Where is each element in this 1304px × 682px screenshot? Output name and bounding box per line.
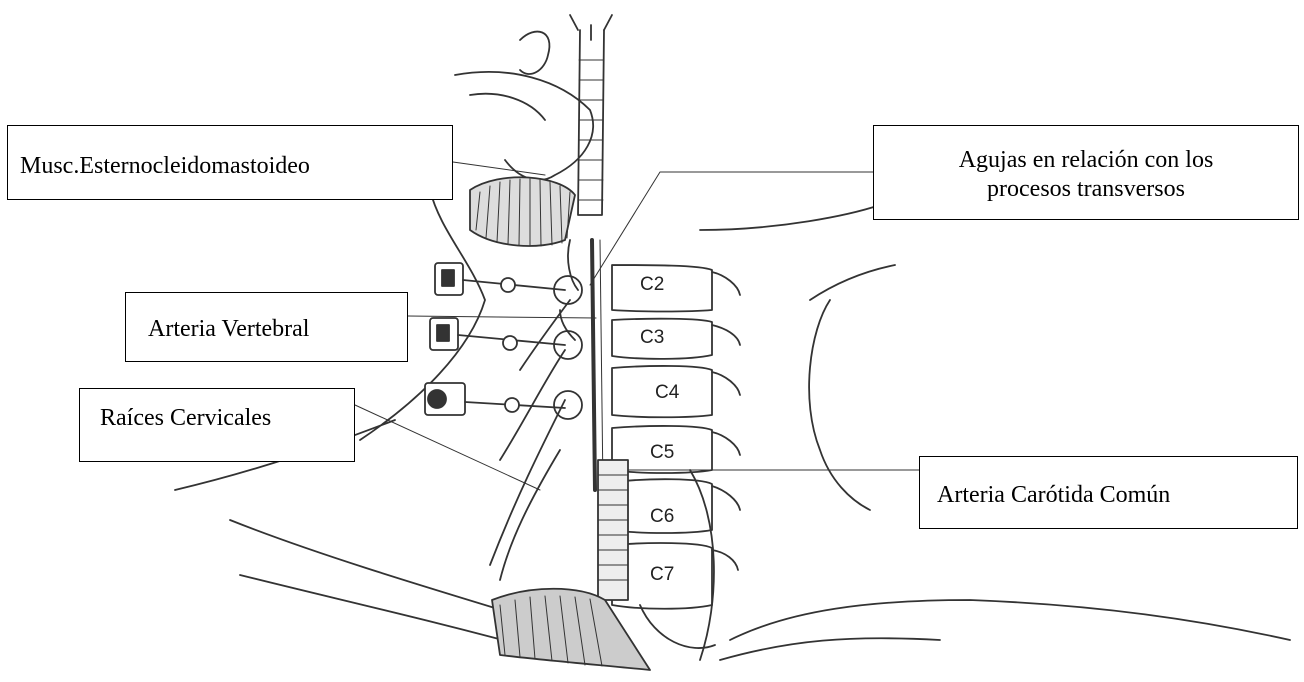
scalene-muscle [492,589,650,670]
clavicle-lower [720,638,940,660]
clavicle [730,600,1290,640]
leader-raices [355,405,540,490]
common-carotid-artery [598,460,628,600]
needle-c3 [430,318,582,359]
vertebra-label: C5 [650,442,674,463]
jaw-outline [455,72,593,180]
neck-outline-right [700,205,880,230]
callout-raices-cervicales: Raíces Cervicales [79,388,355,462]
airway-rings [579,60,603,200]
vertebra-label: C7 [650,564,674,585]
jaw-inner [470,94,545,120]
vertebra-label: C2 [640,274,664,295]
chin-contour [810,265,895,300]
vertebra-labels: C2 C3 C4 C5 C6 C7 [640,274,680,585]
throat-contour [809,300,870,510]
airway-tube [578,30,604,215]
callout-arteria-carotida: Arteria Carótida Común [919,456,1298,529]
callout-agujas: Agujas en relación con los procesos tran… [873,125,1299,220]
needle-c2 [435,263,582,304]
vertebra-label: C4 [655,382,680,403]
callout-label: Arteria Vertebral [148,315,407,344]
callout-esternocleidomastoideo: Musc.Esternocleidomastoideo [7,125,453,200]
ear-curl [520,32,549,74]
vertebra-label: C3 [640,327,664,348]
callout-arteria-vertebral: Arteria Vertebral [125,292,408,362]
callout-label-line2: procesos transversos [874,175,1298,204]
leader-musc [453,162,545,175]
callout-label: Raíces Cervicales [100,404,354,433]
vertebra-label: C6 [650,506,674,527]
neck-front [690,470,714,660]
callout-label: Arteria Carótida Común [937,481,1297,510]
callout-label: Musc.Esternocleidomastoideo [20,152,452,181]
callout-label-line1: Agujas en relación con los [874,146,1298,175]
